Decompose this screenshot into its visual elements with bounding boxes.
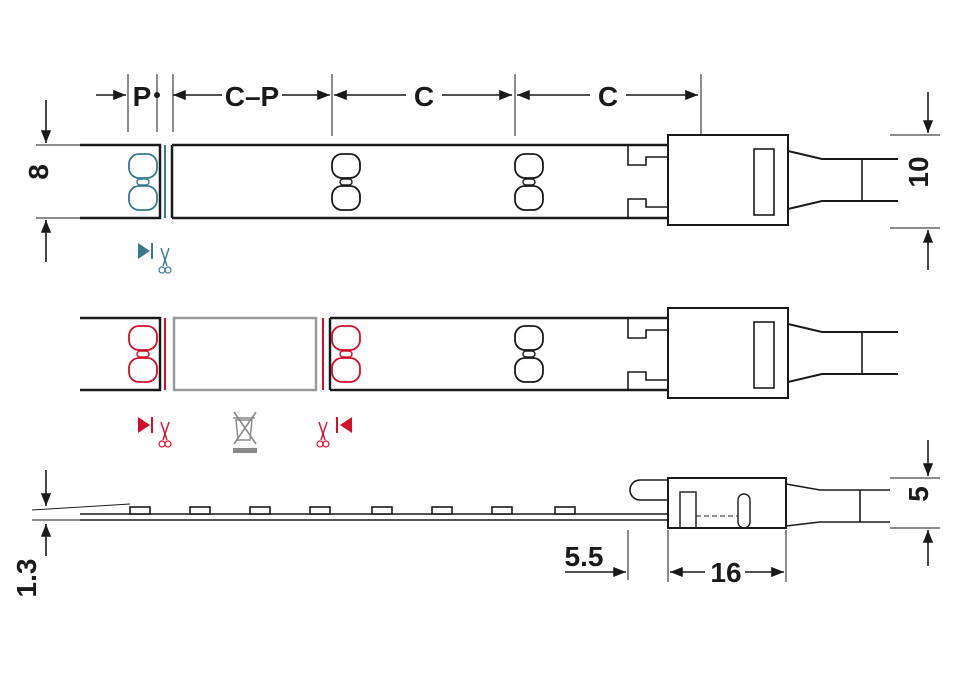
scissors-icon bbox=[316, 421, 330, 448]
connector-side bbox=[667, 477, 787, 529]
dim-label-5-5: 5.5 bbox=[565, 541, 604, 572]
led-blue bbox=[128, 153, 158, 211]
strip-middle bbox=[80, 307, 899, 453]
dim-label-16: 16 bbox=[710, 557, 741, 588]
dim-label-c-minus-p: C–P bbox=[225, 81, 279, 112]
strip-top: P C–P C C 8 10 bbox=[23, 74, 940, 274]
led bbox=[514, 325, 544, 383]
dim-label-p: P bbox=[133, 81, 152, 112]
cut-mark-blue bbox=[138, 243, 172, 274]
led bbox=[514, 153, 544, 211]
connector-middle bbox=[667, 307, 899, 399]
connector-top bbox=[667, 134, 899, 226]
dim-label-c-2: C bbox=[598, 81, 618, 112]
led-red bbox=[128, 325, 158, 383]
removed-segment bbox=[172, 316, 318, 392]
scissors-icon bbox=[158, 421, 172, 448]
dim-label-8: 8 bbox=[23, 164, 54, 180]
dim-label-1-3: 1.3 bbox=[11, 559, 42, 598]
led bbox=[331, 153, 361, 211]
dim-label-5: 5 bbox=[903, 486, 934, 502]
cut-mark-red-left bbox=[138, 417, 172, 448]
weee-bin-icon bbox=[233, 411, 257, 453]
led-red bbox=[331, 325, 361, 383]
dim-label-10: 10 bbox=[903, 156, 934, 187]
strip-side-view: 1.3 5.5 16 5 bbox=[11, 440, 940, 597]
scissors-icon bbox=[158, 247, 172, 274]
cut-mark-red-right bbox=[316, 417, 352, 448]
dim-label-c-1: C bbox=[414, 81, 434, 112]
